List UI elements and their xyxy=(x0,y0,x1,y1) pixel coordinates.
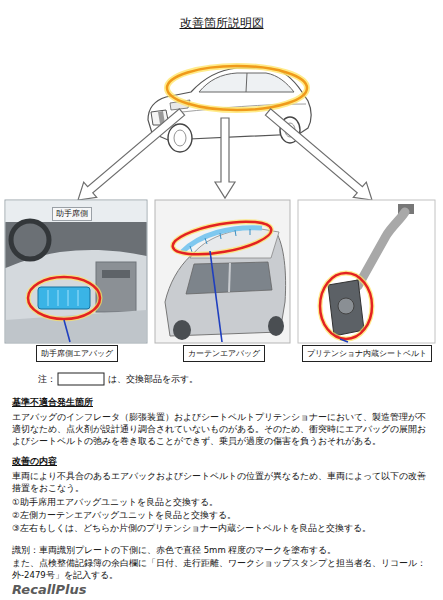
node-text: プリテンショナ内蔵シートベルト xyxy=(307,348,427,359)
interior-photo xyxy=(96,262,136,312)
highlight-ellipse xyxy=(167,66,307,110)
highlight-ellipse xyxy=(28,277,100,319)
section-heading: 基準不適合発生箇所 xyxy=(12,396,93,408)
location-tag: 助手席側 xyxy=(52,207,92,221)
interior-photo xyxy=(78,290,79,306)
body-text: エアバッグのインフレータ（膨張装置）およびシートベルトプリテンショナーにおいて、… xyxy=(12,411,433,447)
interior-photo xyxy=(5,200,147,343)
node-text: 助手席側 xyxy=(56,209,88,219)
note-text: は、交換部品を示す。 xyxy=(108,373,198,385)
watermark: RecallPlus xyxy=(12,584,87,596)
part-label-box: プリテンショナ内蔵シートベルト xyxy=(302,345,432,362)
page-title: 改善箇所説明図 xyxy=(180,16,264,31)
node-text: カーテンエアバッグ xyxy=(188,348,260,359)
highlight-ellipse xyxy=(320,273,372,339)
title-holder: 改善箇所説明図 xyxy=(0,12,443,31)
highlight-ellipse xyxy=(320,273,372,339)
vehicle-photo xyxy=(155,200,290,343)
interior-photo xyxy=(6,310,147,343)
highlight-ellipse xyxy=(167,66,307,110)
seatbelt-photo xyxy=(298,200,435,343)
leader-line xyxy=(64,251,348,342)
interior-photo xyxy=(38,287,90,309)
seatbelt-photo xyxy=(358,212,405,286)
seatbelt-photo xyxy=(338,298,354,314)
leader-line xyxy=(340,339,348,342)
interior-photo xyxy=(5,200,147,343)
highlight-ellipse xyxy=(28,277,100,319)
section-heading: 改善の内容 xyxy=(12,455,57,467)
seatbelt-photo xyxy=(328,280,364,336)
body-text: 識別：車両識別プレートの下側に、赤色で直径 5mm 程度のマークを塗布する。 xyxy=(12,544,433,556)
block-arrow xyxy=(78,109,372,200)
vehicle-photo xyxy=(155,200,290,343)
label-holder: 注： xyxy=(38,373,56,385)
list-item: ③左右もしくは、どちらか片側のプリテンショナー内蔵シートベルトを良品と交換する。 xyxy=(12,522,433,534)
block-arrow xyxy=(215,118,235,198)
car-illustration xyxy=(199,73,294,92)
car-illustration xyxy=(174,130,186,146)
list-item: ①助手席用エアバッグユニットを良品と交換する。 xyxy=(12,496,433,508)
interior-photo xyxy=(102,270,130,278)
block-arrow xyxy=(78,109,185,200)
interior-photo xyxy=(68,290,69,306)
vehicle-photo xyxy=(173,320,191,340)
highlight-ellipse xyxy=(170,216,273,261)
leader-line xyxy=(210,251,222,342)
interior-photo xyxy=(11,221,49,259)
interior-photo xyxy=(58,290,59,306)
car-illustration xyxy=(168,124,192,152)
highlight-ellipse xyxy=(170,216,273,261)
body-text: また、点検整備記録簿の余白欄に「日付、走行距離、ワークショップスタンプと担当者名… xyxy=(12,557,433,581)
block-arrow xyxy=(265,109,372,200)
highlight-ellipse xyxy=(28,277,100,319)
body-text: 車両により不具合のあるエアバックおよびシートベルトの位置が異なるため、車両によっ… xyxy=(12,470,433,494)
label-holder: は、交換部品を示す。 xyxy=(108,373,198,385)
list-item: ②左側カーテンエアバッグユニットを良品と交換する。 xyxy=(12,509,433,521)
label-holder: RecallPlus xyxy=(12,584,87,596)
car-illustration xyxy=(246,73,247,92)
vehicle-photo xyxy=(186,262,272,294)
interior-photo xyxy=(48,290,49,306)
node-text: 助手席側エアバッグ xyxy=(41,348,113,359)
part-label-box: カーテンエアバッグ xyxy=(183,345,265,362)
vehicle-photo xyxy=(268,316,284,336)
vehicle-photo xyxy=(229,263,230,292)
highlight-ellipse xyxy=(167,66,307,110)
highlight-ellipse xyxy=(320,273,372,339)
highlight-ellipse xyxy=(170,216,273,261)
legend-sample-box xyxy=(58,373,104,385)
note-label: 注： xyxy=(38,373,56,385)
leader-line xyxy=(64,320,70,342)
seatbelt-photo xyxy=(298,200,435,343)
text-column: 基準不適合発生箇所エアバッグのインフレータ（膨張装置）およびシートベルトプリテン… xyxy=(12,390,433,581)
part-label-box: 助手席側エアバッグ xyxy=(36,345,118,362)
interior-photo xyxy=(6,222,147,268)
